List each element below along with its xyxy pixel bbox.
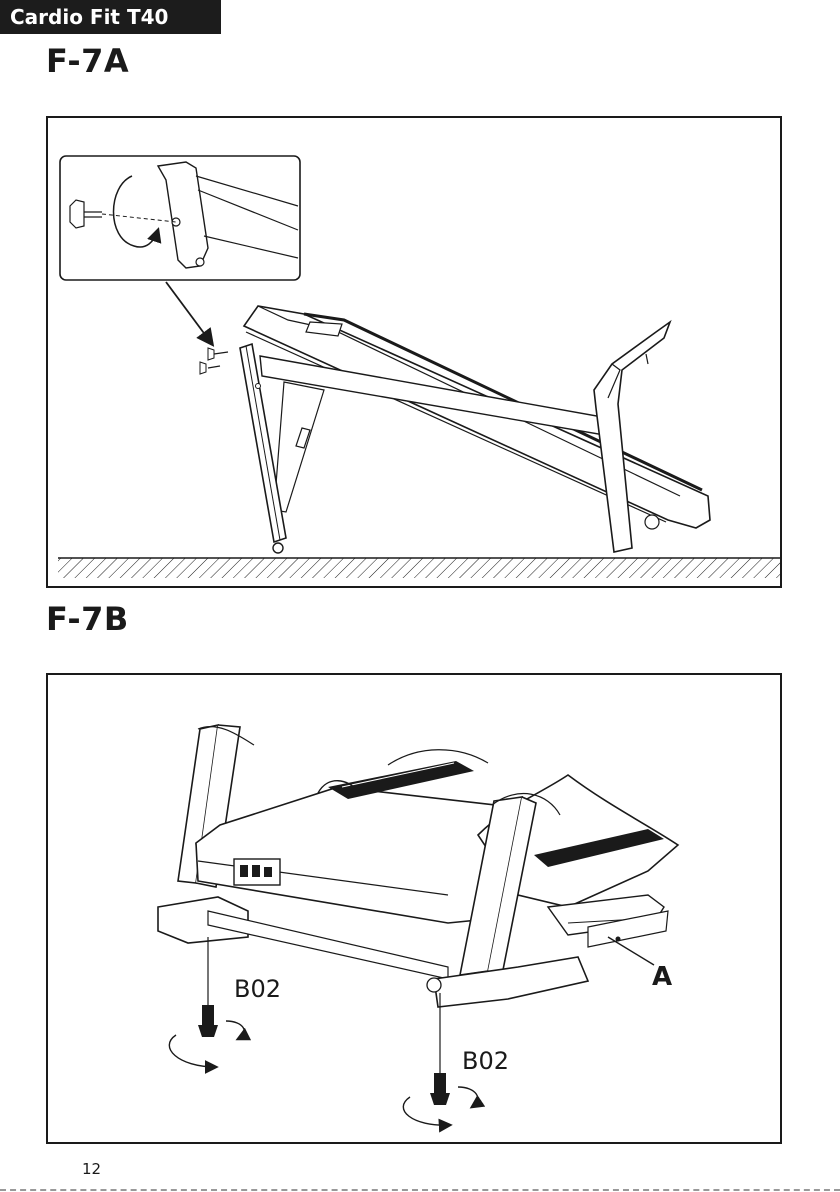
bolts (200, 348, 228, 374)
leader-part-a (608, 937, 654, 965)
right-upright (594, 322, 670, 552)
treadmill-folding-illustration (48, 118, 780, 586)
leveling-bolt-illustration: B02 B02 A (48, 675, 780, 1142)
bolt-label-right: B02 (462, 1047, 509, 1075)
figure-title-f7a: F-7A (46, 42, 129, 80)
page-number: 12 (82, 1160, 101, 1178)
leader-arrow (166, 282, 212, 344)
brand-tab: Cardio Fit T40 (0, 0, 221, 34)
figure-panel-f7a (46, 116, 782, 588)
bolt-label-left: B02 (234, 975, 281, 1003)
detail-inset (60, 156, 300, 280)
bottom-rule (0, 1189, 840, 1191)
part-label-a: A (652, 962, 672, 992)
figure-panel-f7b: B02 B02 A (46, 673, 782, 1144)
figure-title-f7b: F-7B (46, 600, 129, 638)
bolt-left (169, 937, 244, 1067)
floor-hatch (58, 558, 780, 578)
